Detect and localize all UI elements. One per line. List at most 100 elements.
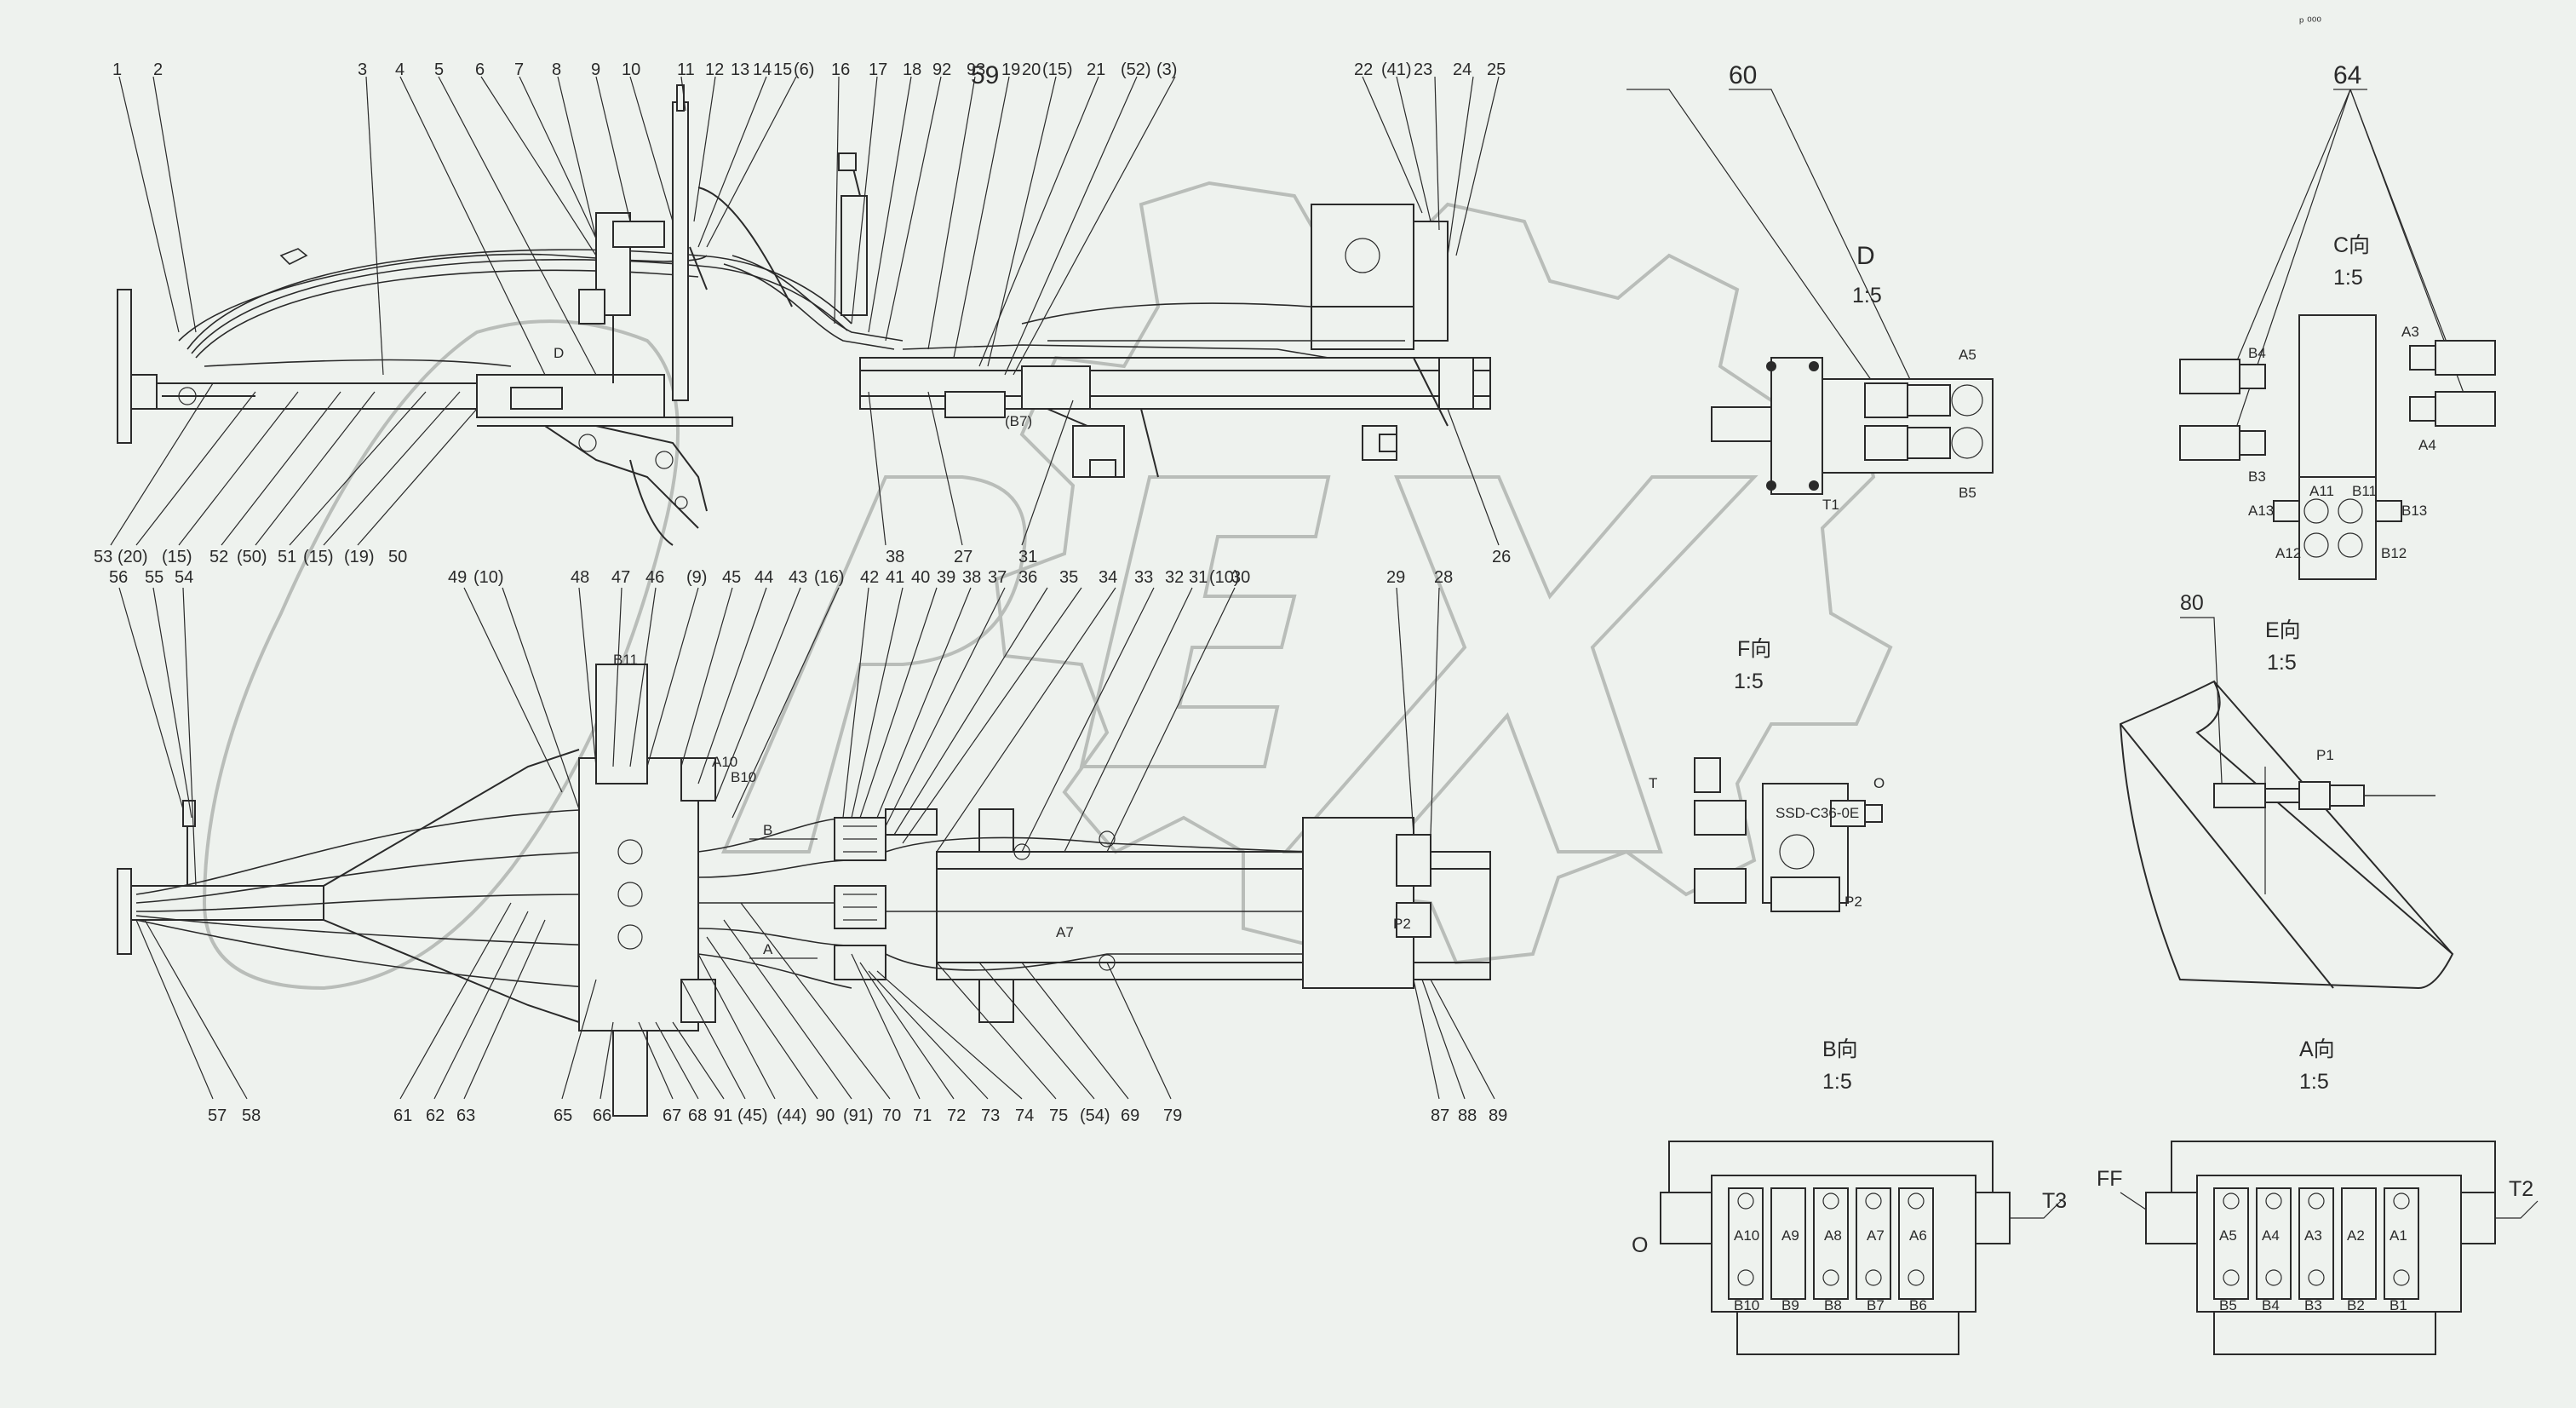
callout-73: 73 bbox=[981, 1106, 1000, 1125]
callout-26: 26 bbox=[1492, 548, 1511, 566]
bottom-plan-view bbox=[117, 664, 1491, 1117]
callout-65: 65 bbox=[554, 1106, 572, 1125]
view-c-callout-64: 64 bbox=[2333, 61, 2361, 89]
view-c-port-a4: A4 bbox=[2418, 437, 2436, 453]
callout-72: 72 bbox=[947, 1106, 966, 1125]
mark-d: D bbox=[554, 345, 564, 361]
callout-paren-45: (45) bbox=[737, 1106, 768, 1125]
callout-paren-54: (54) bbox=[1080, 1106, 1110, 1125]
callout-6: 6 bbox=[475, 60, 485, 79]
view-e-title: E向 bbox=[2265, 618, 2301, 642]
view-e-scale: 1:5 bbox=[2267, 651, 2297, 675]
view-a-port-a4: A4 bbox=[2262, 1227, 2280, 1244]
mark-b10: B10 bbox=[731, 769, 756, 785]
callout-91: 91 bbox=[714, 1106, 732, 1125]
top-side-view bbox=[117, 84, 1491, 546]
view-b-port-o: O bbox=[1632, 1233, 1648, 1257]
corner-mark: ᵖ ⁰⁰⁰ bbox=[2299, 14, 2321, 28]
callout-paren-3: (3) bbox=[1156, 60, 1177, 79]
callout-90: 90 bbox=[816, 1106, 835, 1125]
callout-93: 93 bbox=[967, 60, 985, 79]
view-c-port-a12: A12 bbox=[2275, 545, 2301, 561]
callout-29: 29 bbox=[1386, 568, 1405, 587]
bottom-view-callouts: 56 55 54 49 (10) 48 47 46 (9) 45 44 43 (… bbox=[109, 568, 1507, 1125]
callout-43: 43 bbox=[789, 568, 807, 587]
callout-52: 52 bbox=[209, 548, 228, 566]
detail-d-scale: 1:5 bbox=[1852, 284, 1882, 307]
callout-paren-44: (44) bbox=[777, 1106, 807, 1125]
callout-70: 70 bbox=[882, 1106, 901, 1125]
callout-paren-15b: (15) bbox=[162, 548, 192, 566]
view-f-title: F向 bbox=[1737, 637, 1771, 661]
view-b-port-b8: B8 bbox=[1824, 1297, 1842, 1313]
callout-paren-41: (41) bbox=[1381, 60, 1412, 79]
callout-74: 74 bbox=[1015, 1106, 1034, 1125]
callout-21: 21 bbox=[1087, 60, 1105, 79]
view-c-port-b3: B3 bbox=[2248, 468, 2266, 485]
mark-b-arrow: B bbox=[763, 822, 772, 838]
callout-62: 62 bbox=[426, 1106, 445, 1125]
detail-view-d: 59 60 D 1:5 A5 B5 T1 bbox=[971, 61, 1994, 513]
callout-49: 49 bbox=[448, 568, 467, 587]
callout-20: 20 bbox=[1022, 60, 1041, 79]
callout-paren-50: (50) bbox=[237, 548, 267, 566]
view-b-title: B向 bbox=[1822, 1037, 1858, 1061]
callout-27: 27 bbox=[954, 548, 972, 566]
callout-42: 42 bbox=[860, 568, 879, 587]
callout-22: 22 bbox=[1354, 60, 1373, 79]
callout-55: 55 bbox=[145, 568, 164, 587]
view-b-port-a8: A8 bbox=[1824, 1227, 1842, 1244]
callout-33: 33 bbox=[1134, 568, 1153, 587]
view-a: A向 1:5 A5 A4 A3 A2 A1 B5 B4 B3 B2 bbox=[2097, 1037, 2539, 1355]
callout-paren-16: (16) bbox=[814, 568, 845, 587]
view-c-port-b12: B12 bbox=[2381, 545, 2407, 561]
callout-25: 25 bbox=[1487, 60, 1506, 79]
callout-35: 35 bbox=[1059, 568, 1078, 587]
view-b-port-a10: A10 bbox=[1734, 1227, 1759, 1244]
callout-68: 68 bbox=[688, 1106, 707, 1125]
callout-75: 75 bbox=[1049, 1106, 1068, 1125]
view-f: F向 1:5 SSD-C36-0E T O P2 bbox=[1649, 637, 1885, 912]
callout-56: 56 bbox=[109, 568, 128, 587]
detail-d-port-b5: B5 bbox=[1959, 485, 1976, 501]
view-f-scale: 1:5 bbox=[1734, 670, 1764, 693]
callout-8: 8 bbox=[552, 60, 561, 79]
callout-28: 28 bbox=[1434, 568, 1453, 587]
view-a-port-a3: A3 bbox=[2304, 1227, 2322, 1244]
callout-31-top: 31 bbox=[1018, 548, 1037, 566]
view-a-port-b3: B3 bbox=[2304, 1297, 2322, 1313]
view-a-port-b4: B4 bbox=[2262, 1297, 2280, 1313]
callout-paren-15: (15) bbox=[1042, 60, 1073, 79]
callout-3: 3 bbox=[358, 60, 367, 79]
callout-44: 44 bbox=[754, 568, 773, 587]
view-b-port-b6: B6 bbox=[1909, 1297, 1927, 1313]
detail-d-callout-59: 59 bbox=[971, 61, 999, 89]
mark-b11: B11 bbox=[613, 652, 638, 668]
callout-16: 16 bbox=[831, 60, 850, 79]
callout-paren-10: (10) bbox=[473, 568, 504, 587]
detail-d-port-t1: T1 bbox=[1822, 497, 1839, 513]
callout-92: 92 bbox=[932, 60, 951, 79]
callout-paren-19: (19) bbox=[344, 548, 375, 566]
callout-63: 63 bbox=[456, 1106, 475, 1125]
view-b-port-t3: T3 bbox=[2042, 1189, 2067, 1213]
view-a-port-ff: FF bbox=[2097, 1167, 2123, 1191]
view-c: 64 C向 1:5 B4 B3 A3 A4 A11 B11 A13 B13 A1… bbox=[2179, 61, 2496, 580]
view-a-columns bbox=[2213, 1187, 2419, 1300]
callout-53: 53 bbox=[94, 548, 112, 566]
top-view-callouts: 1 2 3 4 5 6 7 8 9 10 11 12 13 14 15 (6) … bbox=[94, 60, 1511, 566]
callout-87: 87 bbox=[1431, 1106, 1449, 1125]
watermark: ᵖ ⁰⁰⁰ bbox=[202, 14, 2321, 991]
callout-54: 54 bbox=[175, 568, 193, 587]
callout-39: 39 bbox=[937, 568, 955, 587]
callout-38: 38 bbox=[962, 568, 981, 587]
view-b: B向 1:5 A10 A9 A8 A7 A6 B10 B9 B8 B bbox=[1632, 1037, 2067, 1355]
callout-4: 4 bbox=[395, 60, 404, 79]
callout-18: 18 bbox=[903, 60, 921, 79]
view-f-port-o: O bbox=[1873, 775, 1885, 791]
view-b-port-a9: A9 bbox=[1781, 1227, 1799, 1244]
detail-d-port-a5: A5 bbox=[1959, 347, 1976, 363]
callout-paren-9: (9) bbox=[686, 568, 707, 587]
view-f-valve-text: SSD-C36-0E bbox=[1776, 805, 1859, 821]
callout-23: 23 bbox=[1414, 60, 1432, 79]
